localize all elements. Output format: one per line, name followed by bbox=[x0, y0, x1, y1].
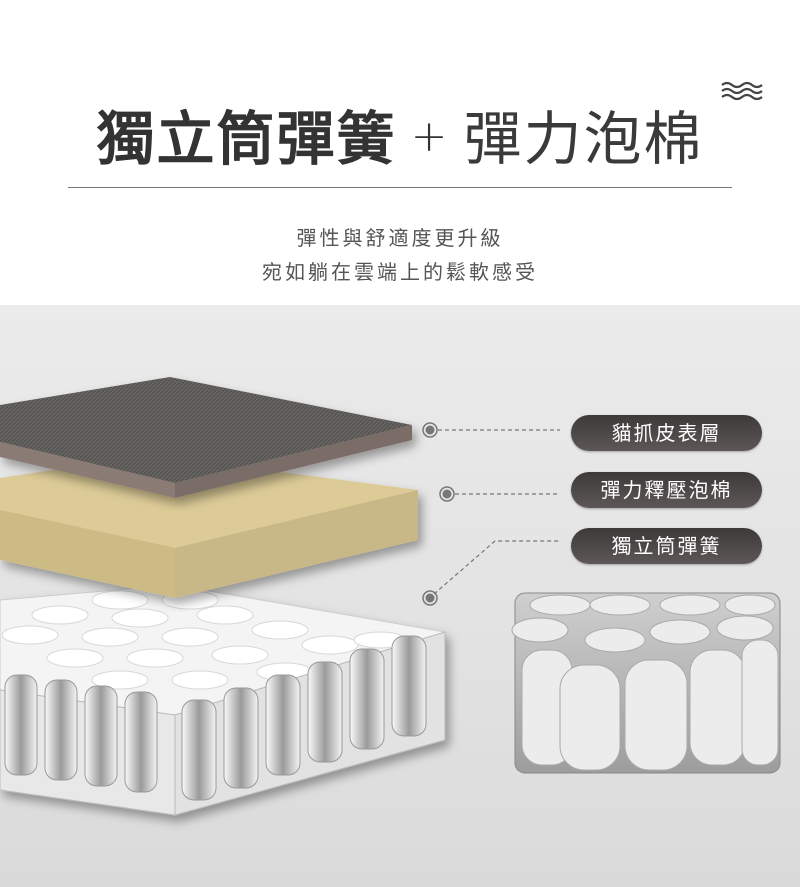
title-foam: 彈力泡棉 bbox=[463, 105, 704, 173]
page-title: 獨立筒彈簧 + 彈力泡棉 bbox=[0, 92, 800, 176]
fabric-layer bbox=[0, 377, 412, 498]
layer-label-fabric: 貓抓皮表層 bbox=[571, 415, 762, 451]
leader-lines bbox=[433, 429, 560, 595]
leader-dots bbox=[422, 422, 455, 606]
spring-photo bbox=[511, 592, 781, 774]
title-spring: 獨立筒彈簧 bbox=[96, 105, 397, 173]
spring-layer bbox=[0, 584, 446, 816]
divider bbox=[68, 187, 732, 188]
subtitle-line-2: 宛如躺在雲端上的鬆軟感受 bbox=[262, 260, 538, 284]
title-plus: + bbox=[410, 111, 450, 162]
waves-icon bbox=[721, 81, 763, 101]
subtitle-line-1: 彈性與舒適度更升級 bbox=[296, 226, 504, 250]
layer-label-foam: 彈力釋壓泡棉 bbox=[571, 472, 762, 508]
layer-label-springs: 獨立筒彈簧 bbox=[571, 528, 762, 564]
